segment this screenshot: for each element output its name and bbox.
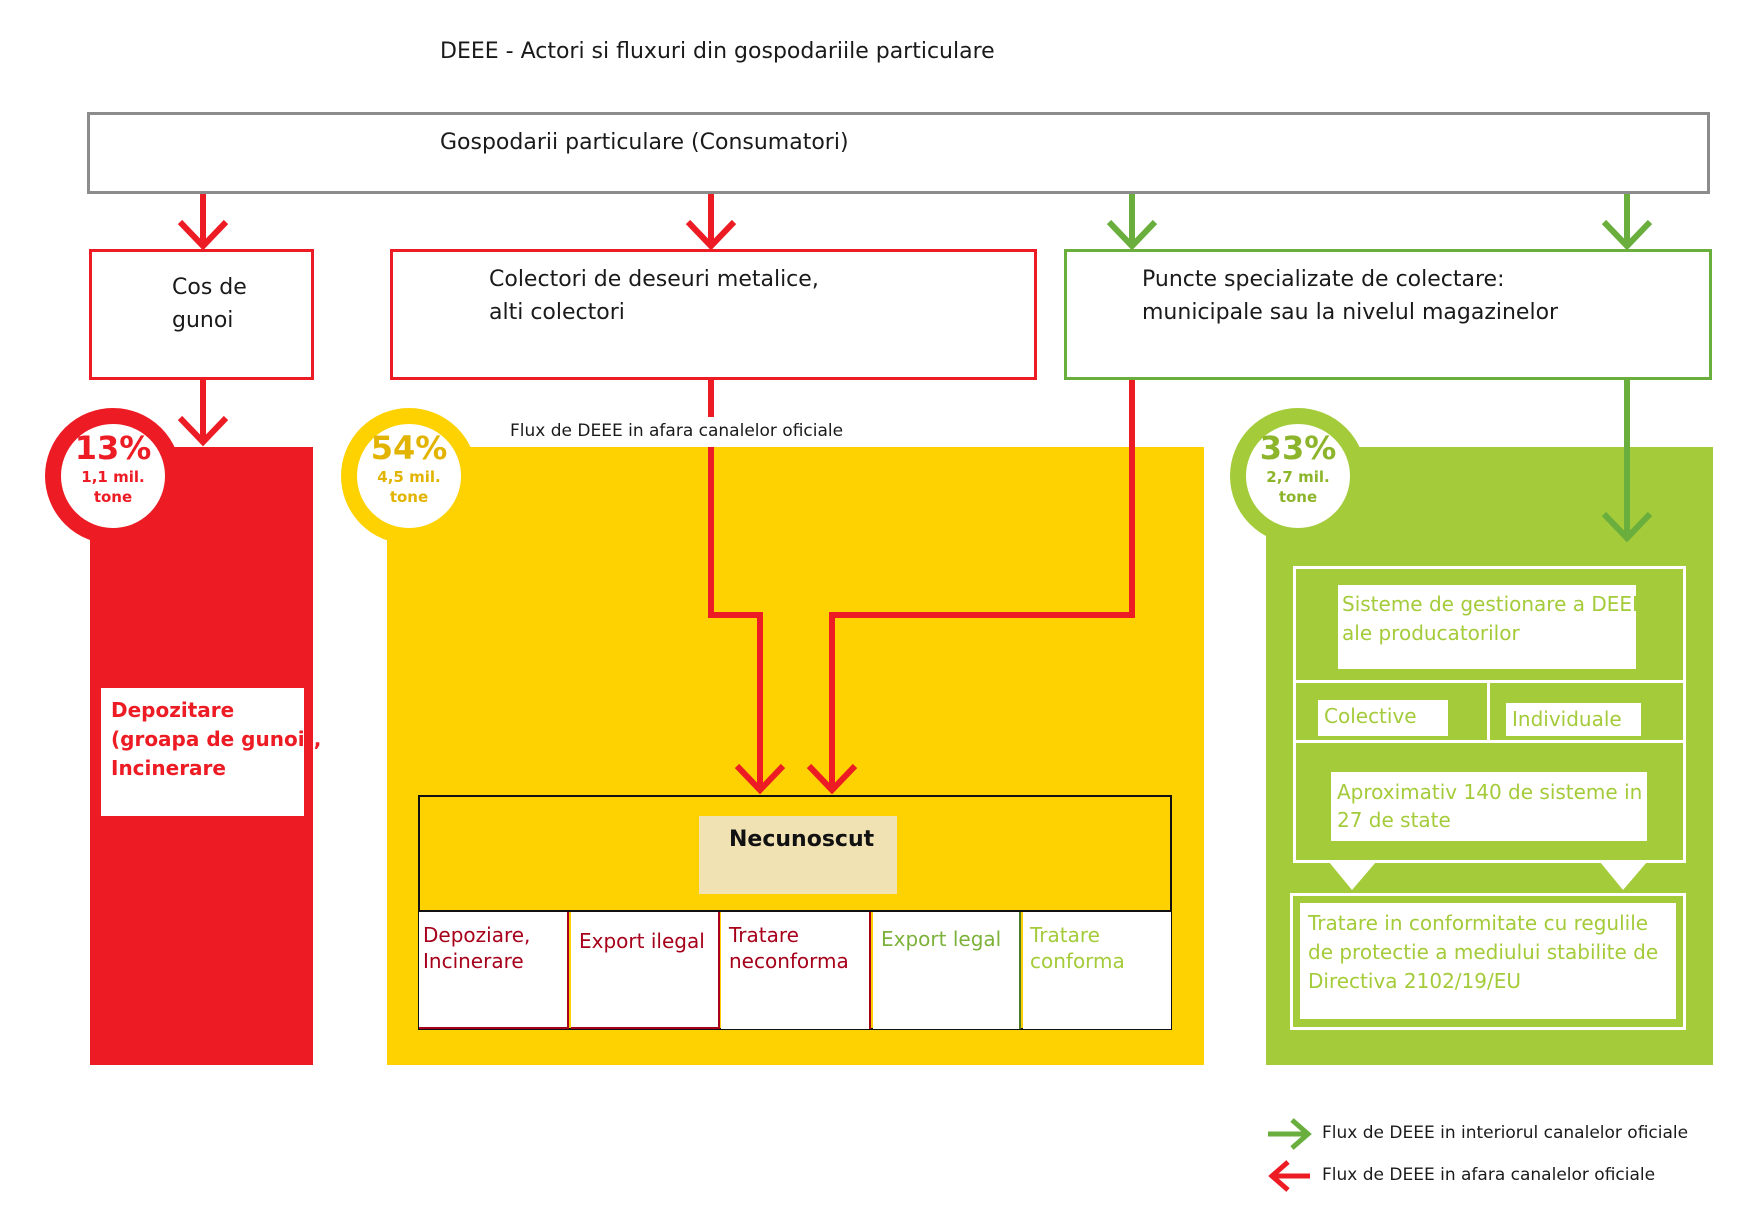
approx-line1: Aproximativ 140 de sisteme in xyxy=(1337,780,1643,804)
scrap-label-line2: alti colectori xyxy=(489,300,625,325)
landfill-line3: Incinerare xyxy=(111,756,226,780)
arrowhead-bin xyxy=(177,219,229,251)
individual-box: Individuale xyxy=(1506,703,1641,736)
outcome-legal-export: Export legal xyxy=(873,912,1021,1029)
landfill-line1: Depozitare xyxy=(111,698,235,722)
legend-outside-label: Flux de DEEE in afara canalelor oficiale xyxy=(1322,1165,1656,1185)
scrap-collectors-box xyxy=(390,249,1037,380)
households-label: Gospodarii particulare (Consumatori) xyxy=(440,130,849,155)
points-label-line2: municipale sau la nivelul magazinelor xyxy=(1142,300,1559,325)
outcome-landfill-text: Depoziare, Incinerare xyxy=(423,923,531,974)
individual-label: Individuale xyxy=(1512,707,1622,731)
treatment-frame xyxy=(1290,893,1686,1030)
green-divider-vertical xyxy=(1487,680,1490,743)
bin-box xyxy=(89,249,314,380)
households-box xyxy=(87,112,1710,194)
arrowhead-points-2 xyxy=(1601,219,1653,251)
outcome-landfill-incineration: Depoziare, Incinerare xyxy=(419,912,569,1029)
bin-label-line1: Cos de xyxy=(172,275,247,300)
arrowhead-landfill xyxy=(177,415,229,447)
landfill-label-box: Depozitare (groapa de gunoi), Incinerare xyxy=(101,688,322,816)
outcome-illegal-export-text: Export ilegal xyxy=(579,929,705,953)
unknown-label-box xyxy=(699,816,897,894)
scrap-label-line1: Colectori de deseuri metalice, xyxy=(489,267,819,292)
treatment-line3: Directiva 2102/19/EU xyxy=(1308,969,1521,993)
collective-box: Colective xyxy=(1318,700,1448,736)
legend-red-arrow-head xyxy=(1268,1160,1290,1192)
green-unit: tone xyxy=(1278,487,1318,506)
connector-triangle-right xyxy=(1600,862,1647,890)
treatment-line2: de protectie a mediului stabilite de xyxy=(1308,940,1659,964)
red-unit: tone xyxy=(93,487,133,506)
approx-line2: 27 de state xyxy=(1337,808,1451,832)
landfill-line2: (groapa de gunoi), xyxy=(111,727,322,751)
legend-green-arrow-head xyxy=(1290,1118,1312,1150)
red-amount: 1,1 mil. xyxy=(81,468,145,486)
green-pct: 33% xyxy=(1259,429,1337,467)
collective-label: Colective xyxy=(1324,704,1417,728)
connector-triangle-left xyxy=(1329,862,1376,890)
arrowhead-systems xyxy=(1601,511,1653,543)
arrowhead-unknown-1 xyxy=(734,763,786,795)
treatment-box: Tratare in conformitate cu regulile de p… xyxy=(1300,903,1676,1019)
outcome-illegal-export: Export ilegal xyxy=(571,912,720,1029)
green-systems-frame xyxy=(1293,566,1686,863)
approx-systems-box: Aproximativ 140 de sisteme in 27 de stat… xyxy=(1331,772,1647,841)
outcome-nonconform-treatment: Tratare neconforma xyxy=(721,912,871,1029)
unknown-label: Necunoscut xyxy=(729,827,875,852)
outside-flow-label: Flux de DEEE in afara canalelor oficiale xyxy=(510,421,844,441)
diagram-title: DEEE - Actori si fluxuri din gospodariil… xyxy=(440,39,995,64)
outside-flow-label-box xyxy=(504,417,848,447)
points-label-line1: Puncte specializate de colectare: xyxy=(1142,267,1505,292)
red-pct: 13% xyxy=(74,429,152,467)
outcome-legal-export-text: Export legal xyxy=(881,927,1002,951)
yellow-amount: 4,5 mil. xyxy=(377,468,441,486)
producer-systems-box: Sisteme de gestionare a DEEE ale produca… xyxy=(1338,585,1645,669)
arrowhead-points-1 xyxy=(1106,219,1158,251)
producer-systems-line2: ale producatorilor xyxy=(1342,621,1520,645)
outcome-nonconform-text: Tratare neconforma xyxy=(729,923,849,974)
yellow-unit: tone xyxy=(389,487,429,506)
unknown-divider xyxy=(418,910,1172,912)
outcome-conform-treatment: Tratare conforma xyxy=(1023,912,1171,1029)
collection-points-box xyxy=(1064,249,1712,380)
arrowhead-unknown-2 xyxy=(806,763,858,795)
legend-inside-label: Flux de DEEE in interiorul canalelor ofi… xyxy=(1322,1123,1689,1143)
red-percentage-circle: 13% 1,1 mil. tone xyxy=(45,408,181,544)
arrow-scrap-to-unknown xyxy=(708,380,763,788)
treatment-line1: Tratare in conformitate cu regulile xyxy=(1308,911,1649,935)
producer-systems-line1: Sisteme de gestionare a DEEE xyxy=(1342,592,1645,616)
bin-label-line2: gunoi xyxy=(172,308,234,333)
green-amount: 2,7 mil. xyxy=(1266,468,1330,486)
arrowhead-scrap xyxy=(685,219,737,251)
outcome-conform-text: Tratare conforma xyxy=(1030,923,1125,974)
yellow-pct: 54% xyxy=(370,429,448,467)
arrow-points-to-unknown xyxy=(829,380,1135,788)
